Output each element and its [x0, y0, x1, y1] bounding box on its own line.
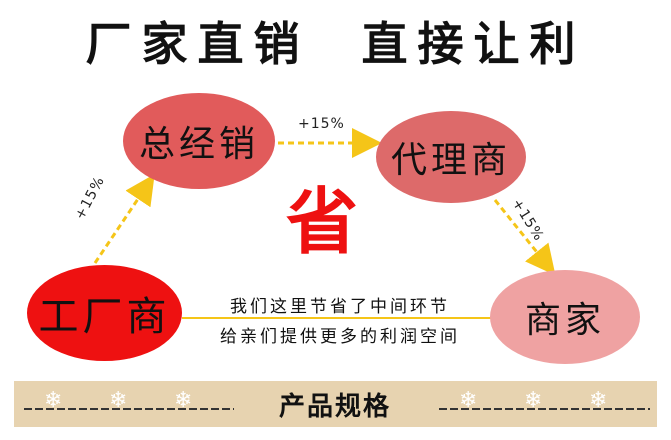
section-banner: ❄ ❄ ❄ ❄ ❄ ❄ — [14, 381, 657, 427]
message-line-1: 我们这里节省了中间环节 — [230, 297, 450, 317]
markup-label-distributor-agent: +15% — [298, 116, 345, 132]
snowflake-icon: ❄ — [174, 388, 192, 413]
snowflake-icon: ❄ — [589, 388, 607, 413]
snowflake-icon: ❄ — [44, 388, 62, 413]
snowflake-icon: ❄ — [459, 388, 477, 413]
node-factory: 工厂商 — [27, 265, 182, 361]
snowflake-icon: ❄ — [109, 388, 127, 413]
node-distributor: 总经销 — [123, 93, 275, 189]
snowflake-pattern: ❄ ❄ ❄ ❄ ❄ ❄ — [24, 388, 650, 413]
section-banner-title: 产品规格 — [278, 392, 391, 422]
node-agent: 代理商 — [376, 111, 526, 203]
message-line-2: 给亲们提供更多的利润空间 — [220, 327, 460, 347]
save-symbol: 省 — [285, 179, 358, 264]
arrow-factory-to-distributor — [93, 174, 155, 264]
headline-title: 厂家直销 直接让利 — [85, 17, 586, 71]
snowflake-icon: ❄ — [524, 388, 542, 413]
arrow-agent-to-merchant — [493, 199, 556, 276]
node-merchant: 商家 — [490, 270, 640, 364]
